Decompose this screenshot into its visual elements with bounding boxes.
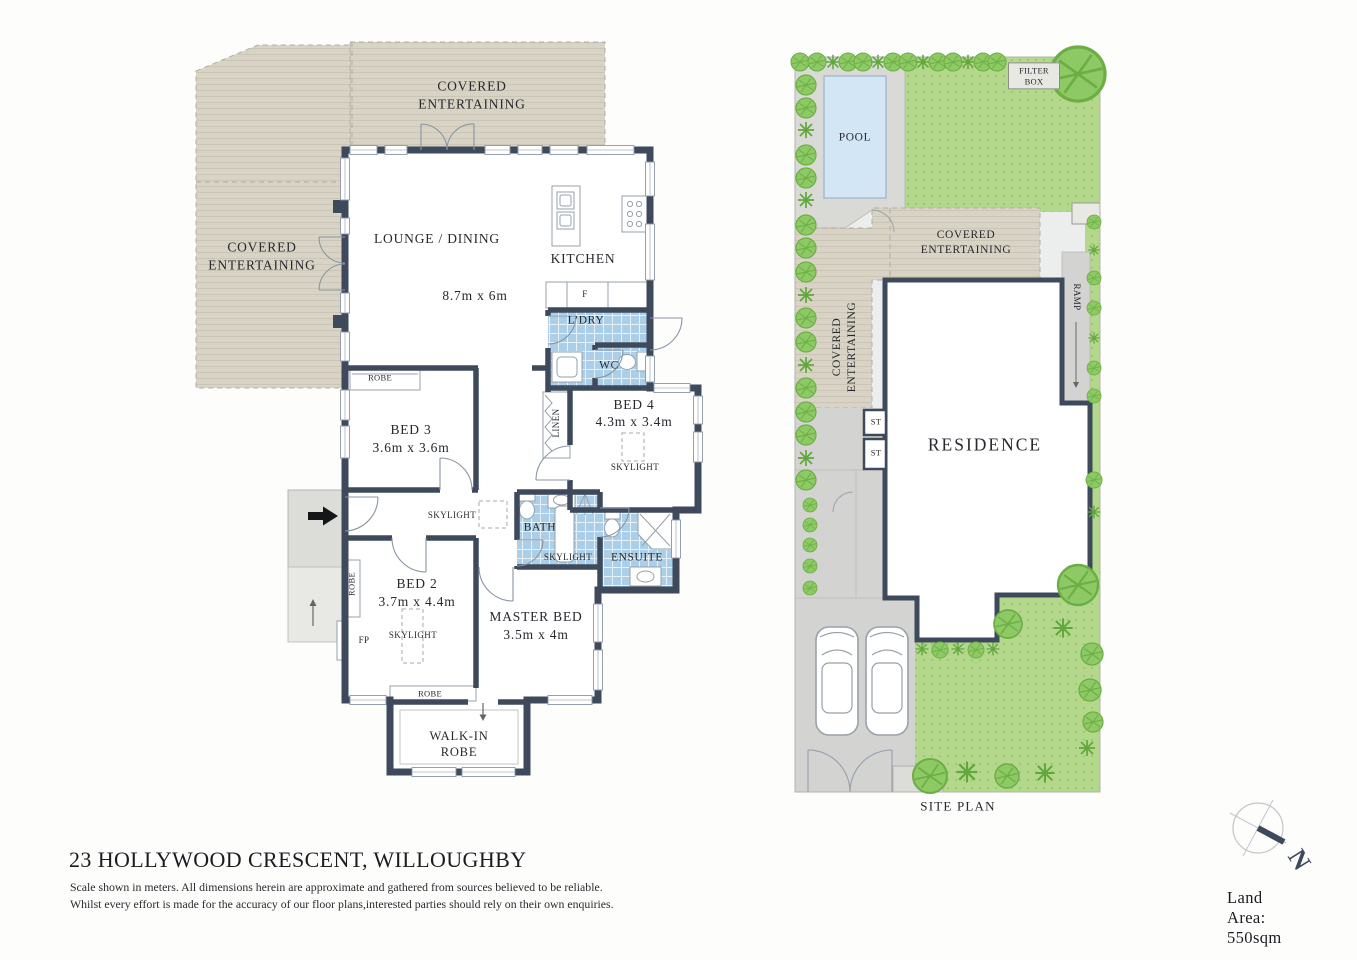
linen-label: LINEN	[551, 408, 562, 438]
wc-label: WC	[599, 359, 619, 372]
floor-plan	[195, 41, 703, 777]
master-bed-label: MASTER BED	[489, 609, 583, 625]
residence-outline	[882, 277, 1093, 643]
land-area: Land Area: 550sqm	[1227, 888, 1282, 947]
car-left	[815, 626, 859, 736]
deck-left	[195, 44, 351, 389]
page-title: 23 HOLLYWOOD CRESCENT, WILLOUGHBY	[69, 847, 527, 872]
porch-steps	[287, 566, 346, 643]
driveway-gates	[807, 749, 893, 793]
covered-entertaining-site-left-label: COVERED ENTERTAINING	[831, 301, 858, 393]
skylight-bed2-label: SKYLIGHT	[388, 630, 438, 641]
compass-icon: N	[1229, 799, 1317, 876]
lounge-dims: 8.7m x 6m	[442, 288, 508, 304]
bed2-label: BED 2	[396, 576, 438, 592]
bed3-dims: 3.6m x 3.6m	[372, 440, 450, 456]
robe-bed2-side-label: ROBE	[346, 572, 357, 596]
robe-bed3-label: ROBE	[368, 372, 392, 383]
covered-entertaining-top-label: COVERED ENTERTAINING	[418, 78, 526, 111]
skylight-hall-label: SKYLIGHT	[427, 510, 477, 521]
master-bed-dims: 3.5m x 4m	[503, 627, 569, 643]
storage-label-1: ST	[870, 416, 882, 427]
ramp-label: RAMP	[1071, 283, 1082, 311]
disclaimer-line-2: Whilst every effort is made for the accu…	[70, 896, 614, 911]
compass-north-label: N	[1282, 844, 1317, 875]
walkin-robe-label: WALK-IN ROBE	[429, 728, 489, 759]
ensuite-label: ENSUITE	[610, 551, 664, 564]
storage-box-2	[862, 437, 888, 471]
site-plan	[790, 45, 1107, 795]
laundry-label: L’DRY	[567, 314, 605, 327]
residence-label: RESIDENCE	[927, 434, 1043, 455]
skylight-boxes	[401, 432, 645, 664]
robe-bed2-bottom-label: ROBE	[418, 688, 442, 699]
window-glass-lines	[344, 149, 699, 773]
skylight-bath-label: SKYLIGHT	[543, 552, 593, 563]
disclaimer: Scale shown in meters. All dimensions he…	[70, 879, 614, 912]
entry-porch	[287, 489, 346, 568]
bath-label: BATH	[523, 521, 557, 534]
car-right	[865, 626, 909, 736]
covered-entertaining-left-label: COVERED ENTERTAINING	[208, 239, 316, 272]
filter-box-label: FILTER BOX	[1008, 62, 1060, 90]
bed3-label: BED 3	[390, 422, 432, 438]
bed4-label: BED 4	[613, 397, 655, 413]
bed4-dims: 4.3m x 3.4m	[595, 414, 673, 430]
storage-box-1	[862, 408, 888, 437]
kitchen-label: KITCHEN	[550, 251, 616, 267]
lounge-dining-label: LOUNGE / DINING	[374, 231, 500, 247]
fireplace-label: FP	[358, 635, 370, 646]
bed2-dims: 3.7m x 4.4m	[378, 594, 456, 610]
fridge-label: F	[582, 289, 588, 300]
disclaimer-line-1: Scale shown in meters. All dimensions he…	[70, 880, 603, 894]
pool-label: POOL	[838, 131, 872, 144]
site-plan-caption: SITE PLAN	[920, 798, 996, 814]
covered-entertaining-site-top-label: COVERED ENTERTAINING	[920, 229, 1012, 256]
entry-arrow	[308, 506, 338, 526]
storage-label-2: ST	[870, 447, 882, 458]
pool-shape	[823, 75, 887, 199]
skylight-bed4-label: SKYLIGHT	[610, 462, 660, 473]
doors	[318, 123, 683, 602]
